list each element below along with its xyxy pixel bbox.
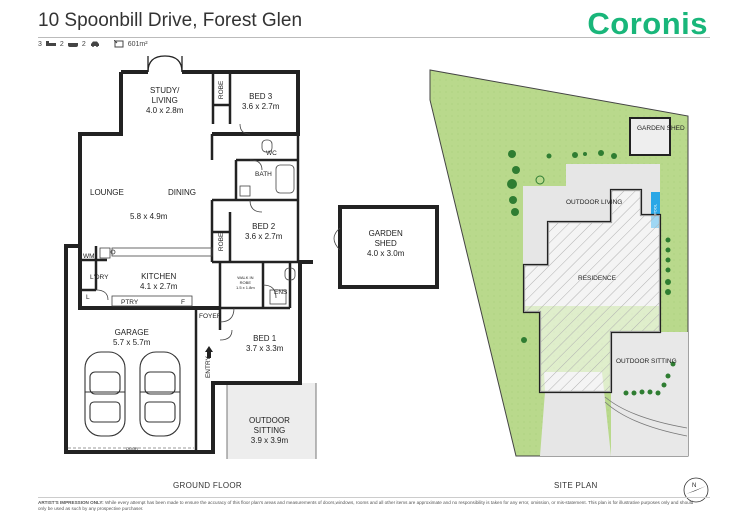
compass-icon <box>683 477 709 503</box>
property-stats: 3 2 2 601m² <box>38 40 148 48</box>
lounge-dining-size: 5.8 x 4.9m <box>130 212 168 221</box>
l-label: L <box>86 294 90 301</box>
fridge-label: F <box>181 299 185 306</box>
bath-icon <box>67 43 78 47</box>
walk-in-robe-label: WALK IN ROBE 1.5 x 1.8m <box>236 275 255 290</box>
garden-shed-label: GARDEN SHED 4.0 x 3.0m <box>367 229 405 258</box>
foyer-label: FOYER <box>199 313 222 320</box>
bed2-robe-label: ROBE <box>217 232 225 252</box>
ensuite-label: ENS <box>274 289 288 296</box>
site-garden-shed-label: GARDEN SHED <box>637 125 685 132</box>
site-outdoor-sitting-label: OUTDOOR SITTING <box>616 358 677 365</box>
bed3-robe-label: ROBE <box>217 80 225 100</box>
garage-door-label: DOOR <box>126 446 138 451</box>
outdoor-sitting-area <box>227 383 316 459</box>
kitchen-label: KITCHEN 4.1 x 2.7m <box>140 272 178 291</box>
wm-label: WM <box>83 253 95 260</box>
footer-divider <box>38 497 710 498</box>
compass-north-label: N <box>692 483 697 489</box>
site-plan-drawing <box>429 69 689 457</box>
dining-label: DINING <box>168 188 196 197</box>
disclaimer: ARTIST'S IMPRESSION ONLY: While every at… <box>38 500 698 512</box>
bath-label: BATH <box>255 171 272 178</box>
garage-cars <box>84 351 181 437</box>
bed1-label: BED 1 3.7 x 3.3m <box>246 334 284 353</box>
ground-floor-caption: GROUND FLOOR <box>173 481 242 490</box>
wc-label: WC <box>266 150 277 157</box>
garden-shed-outline <box>338 205 439 289</box>
beds-count: 3 <box>38 40 42 48</box>
land-area-icon <box>113 40 124 48</box>
outdoor-sitting-label: OUTDOOR SITTING 3.9 x 3.9m <box>249 416 290 445</box>
site-outdoor-living-label: OUTDOOR LIVING <box>566 199 623 206</box>
disclaimer-heading: ARTIST'S IMPRESSION ONLY: <box>38 500 104 505</box>
study-label: STUDY/ LIVING 4.0 x 2.8m <box>146 86 184 115</box>
laundry-label: L'DRY <box>90 274 109 281</box>
brand-logo: Coronis <box>587 6 708 41</box>
disclaimer-text: While every attempt has been made to ens… <box>38 500 694 512</box>
site-pool-label: POOL <box>652 203 658 216</box>
land-area: 601m² <box>127 40 148 48</box>
bed2-label: BED 2 3.6 x 2.7m <box>245 222 283 241</box>
cars-count: 2 <box>81 40 86 48</box>
garage-label: GARAGE 5.7 x 5.7m <box>113 328 151 347</box>
car-icon <box>90 41 99 47</box>
lounge-label: LOUNGE <box>90 188 124 197</box>
pantry-label: PTRY <box>121 299 139 306</box>
property-address: 10 Spoonbill Drive, Forest Glen <box>38 10 303 31</box>
bed3-label: BED 3 3.6 x 2.7m <box>242 92 280 111</box>
bed-icon <box>45 41 56 46</box>
site-plan-caption: SITE PLAN <box>554 481 598 490</box>
site-residence-label: RESIDENCE <box>578 275 616 282</box>
entry-arrow <box>205 346 213 358</box>
header-divider <box>38 37 710 38</box>
entry-label: ENTRY <box>204 356 212 379</box>
baths-count: 2 <box>59 40 64 48</box>
pool <box>651 192 660 228</box>
